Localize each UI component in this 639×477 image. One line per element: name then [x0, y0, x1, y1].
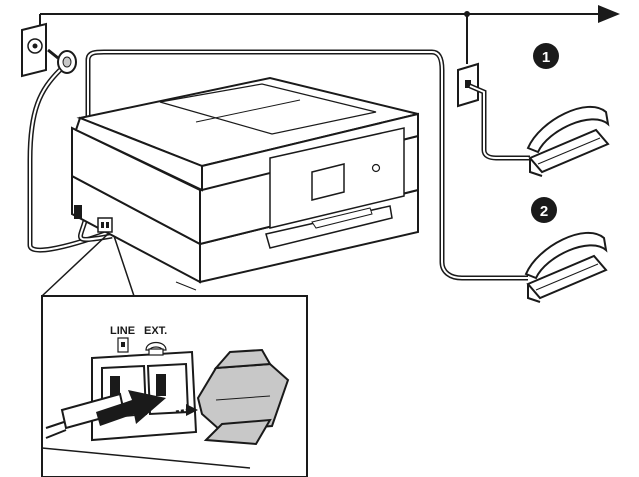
line-port-icon	[118, 338, 128, 352]
telephone-icon	[528, 107, 608, 176]
line-port-label: LINE	[110, 325, 135, 337]
main-telephone-line	[40, 5, 620, 64]
telephone-icon	[146, 343, 166, 356]
telephone-2: 2	[526, 197, 606, 302]
wall-plug-icon	[48, 50, 76, 73]
phone-jack-icon	[458, 64, 478, 106]
inset-pointer	[42, 234, 134, 296]
port-detail-inset: LINE EXT.	[42, 296, 307, 477]
callout-number-2: 2	[540, 203, 548, 220]
ext-port-label: EXT.	[144, 325, 167, 337]
wall-jack-icon	[22, 24, 46, 76]
printer-icon	[72, 78, 418, 290]
arrow-right-icon	[598, 5, 620, 23]
callout-number-1: 1	[542, 49, 550, 66]
telephone-1: 1	[528, 43, 608, 176]
telephone-icon	[526, 233, 606, 302]
